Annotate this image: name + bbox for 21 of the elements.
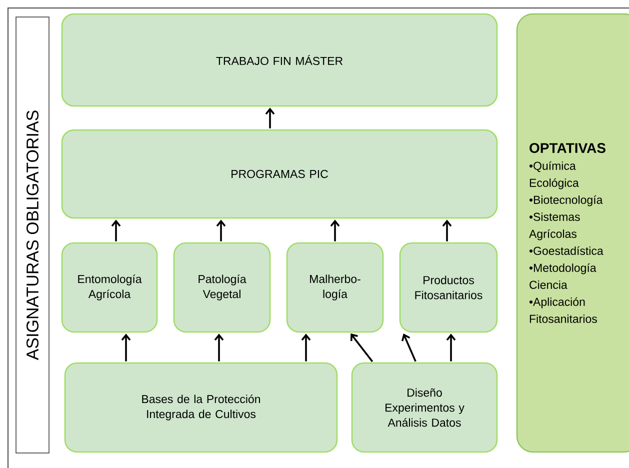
course-box: Patología Vegetal [173,242,271,333]
course-box: Entomología Agrícola [61,242,158,333]
course-box: Productos Fitosanitarios [399,242,498,333]
arrow [301,334,311,362]
arrow [265,108,275,128]
course-box: Diseño Experimentos y Análisis Datos [351,362,498,453]
course-box: PROGRAMAS PIC [61,129,498,219]
course-box: Malherbo- logía [286,242,384,333]
course-box: TRABAJO FIN MÁSTER [61,13,498,107]
arrow [121,334,131,362]
elective-box: OPTATIVAS •Química Ecológica •Biotecnología •Sistemas Agrícolas •Goestadística •Metodología Ciencia •Aplicación Fitosanitarios [516,13,629,453]
arrow [111,220,121,242]
arrow [214,334,224,362]
arrow [401,334,416,362]
course-box: Bases de la Protección Integrada de Cultivos [64,362,338,453]
arrow [216,220,226,242]
vertical-label-box: ASIGNATURAS OBLIGATORIAS [16,16,50,454]
arrow [350,333,374,362]
arrow [330,220,340,242]
arrow [442,220,452,242]
arrow [446,334,456,362]
